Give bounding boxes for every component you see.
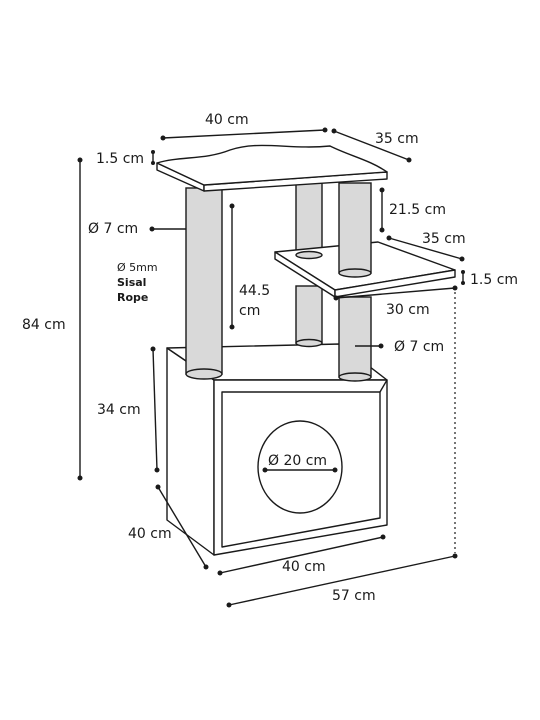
label-shelf-depth: 35 cm	[422, 231, 466, 247]
label-box-depth: 40 cm	[128, 526, 172, 542]
label-hole-diameter: Ø 20 cm	[268, 453, 327, 469]
box-round-hole	[257, 420, 343, 514]
label-top-width: 40 cm	[205, 112, 249, 128]
right-post-lower	[338, 296, 372, 378]
label-shelf-thickness: 1.5 cm	[470, 272, 518, 288]
label-post-diameter-left: Ø 7 cm	[88, 221, 138, 237]
shelf-front-edge	[334, 269, 456, 298]
right-post-upper	[338, 182, 372, 274]
label-box-width: 40 cm	[282, 559, 326, 575]
label-rope-word1: Sisal	[117, 276, 146, 289]
label-overall-width: 57 cm	[332, 588, 376, 604]
label-post-height-1: 44.5	[239, 283, 270, 299]
top-platform	[156, 144, 388, 192]
label-top-depth: 35 cm	[375, 131, 419, 147]
back-post-lower	[295, 285, 323, 344]
label-shelf-width: 30 cm	[386, 302, 430, 318]
label-total-height: 84 cm	[22, 317, 66, 333]
front-left-post	[185, 187, 223, 375]
label-rope-size: Ø 5mm	[117, 261, 158, 274]
back-post-upper	[295, 182, 323, 256]
label-box-height: 34 cm	[97, 402, 141, 418]
label-post-diameter-right: Ø 7 cm	[394, 339, 444, 355]
platform-cushion	[156, 144, 388, 186]
label-top-thickness: 1.5 cm	[96, 151, 144, 167]
label-post-height-2: cm	[239, 303, 260, 319]
label-upper-gap: 21.5 cm	[389, 202, 446, 218]
label-rope-word2: Rope	[117, 291, 148, 304]
